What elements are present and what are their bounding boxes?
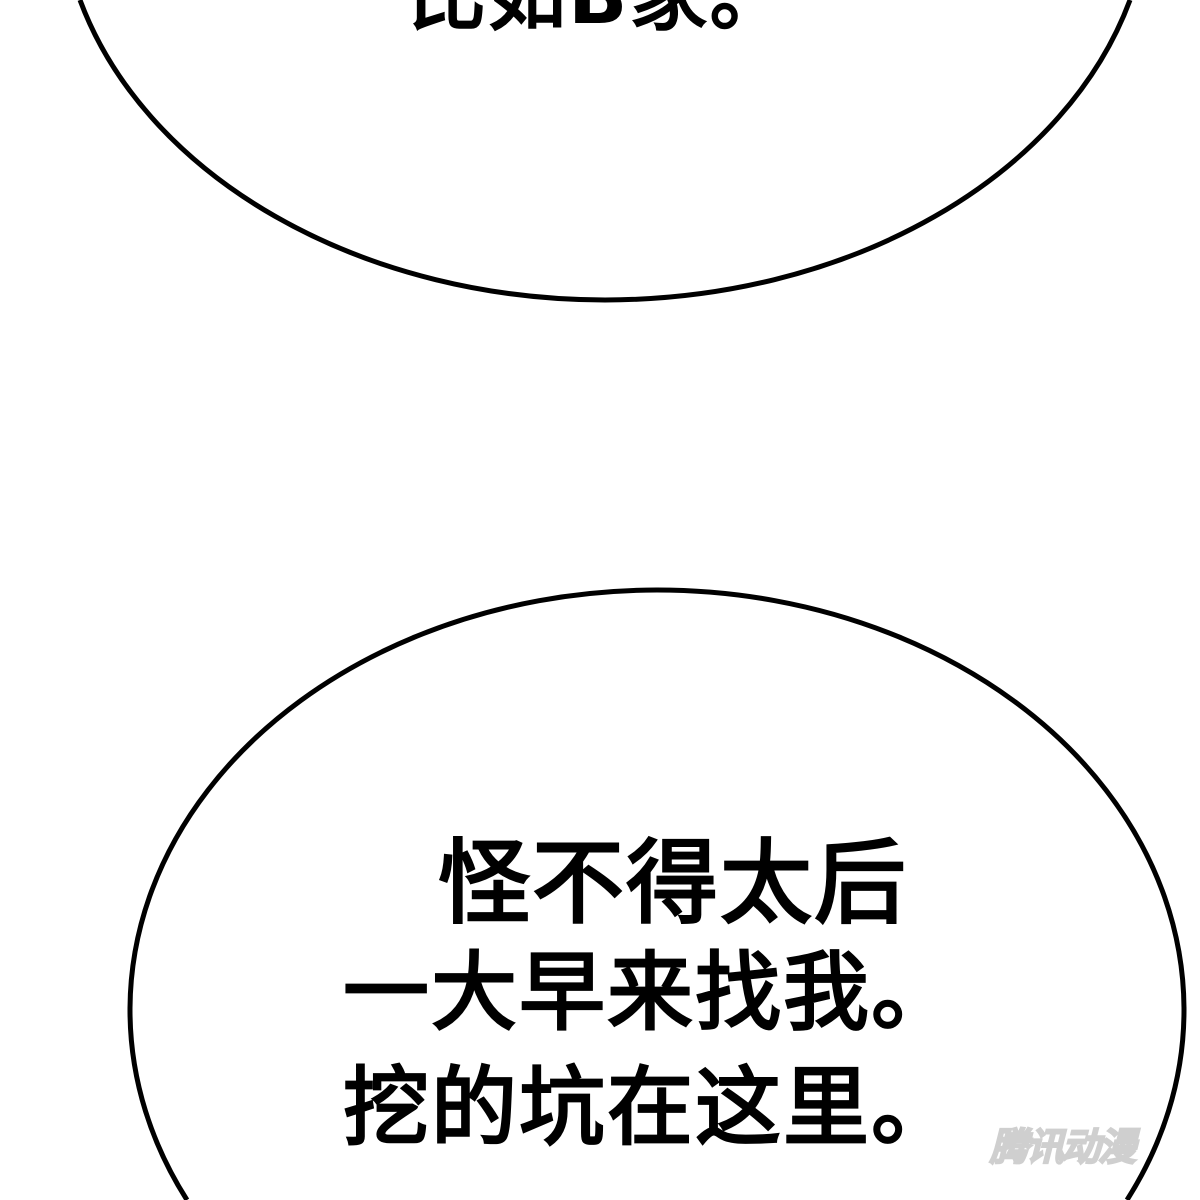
watermark-logo: 腾讯动漫 <box>989 1125 1137 1169</box>
bubble-bottom-line-3: 挖的坑在这里。 <box>343 1058 959 1158</box>
bubble-top-text: 比如B家。 <box>408 0 789 36</box>
speech-bubble-top <box>77 0 1133 303</box>
speech-bubble-bottom <box>127 587 1187 1200</box>
bubble-bottom-line-1: 怪不得太后 <box>438 830 909 937</box>
bubble-bottom-line-2: 一大早来找我。 <box>343 943 959 1043</box>
